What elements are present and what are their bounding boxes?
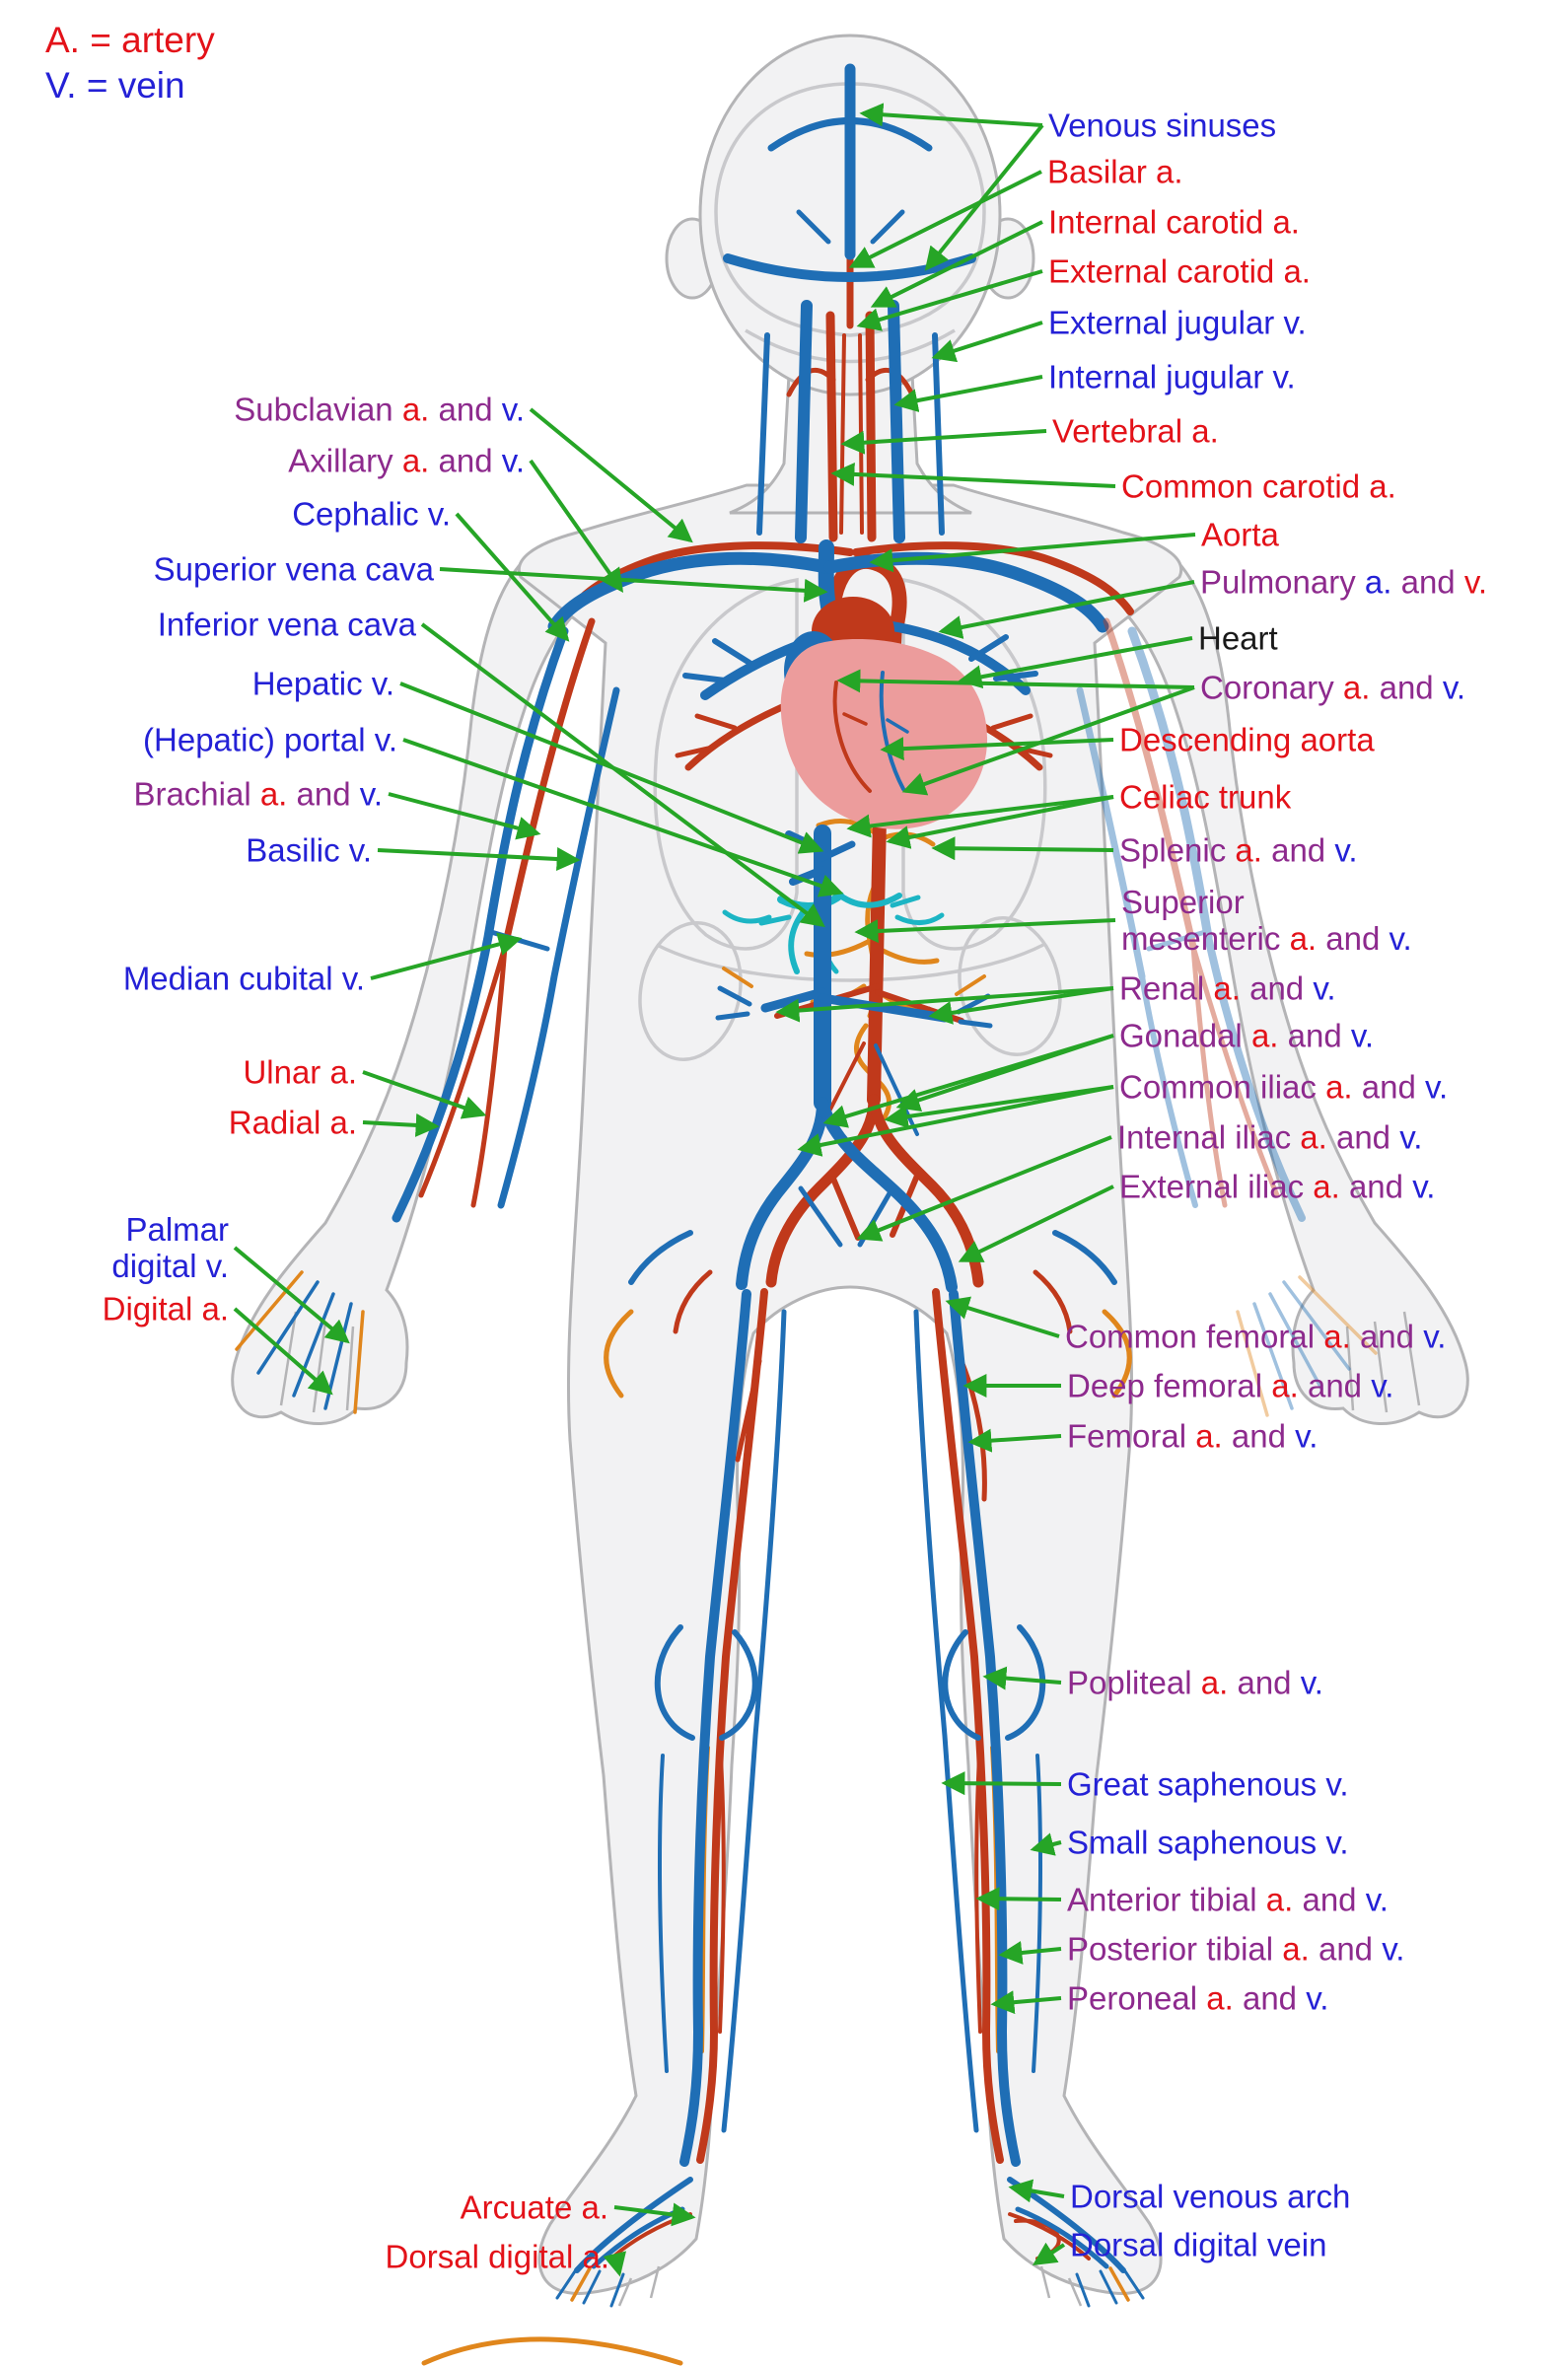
leader-line-dorsal-venous-arch	[1008, 2179, 1065, 2203]
leader-line-common-iliac-a-v	[797, 1085, 1114, 1157]
leader-line-renal-a-v	[775, 986, 1114, 1023]
leader-line-peroneal-a-v	[990, 1990, 1062, 2015]
right-arm-shape	[1093, 538, 1469, 1425]
leader-line-anterior-tibial-a-v	[975, 1887, 1062, 1911]
leader-line-celiac-trunk	[886, 795, 1114, 849]
leader-line-brachial-a-v	[388, 792, 541, 840]
leader-line-cephalic-v	[455, 512, 570, 642]
leader-line-posterior-tibial-a-v	[998, 1941, 1062, 1965]
leader-line-aorta	[869, 533, 1196, 573]
leader-line-coronary-a-v	[901, 685, 1195, 796]
leader-line-renal-a-v	[928, 986, 1114, 1025]
leader-line-celiac-trunk	[846, 795, 1114, 838]
leader-line-arcuate-a	[613, 2202, 696, 2227]
leader-line-vertebral-a	[840, 429, 1047, 455]
jaw-outline	[745, 328, 956, 364]
leader-line-common-iliac-a-v	[884, 1085, 1114, 1128]
left-arm-shape	[231, 538, 607, 1425]
leader-line-ulnar-a	[362, 1070, 487, 1119]
right-lung-outline	[901, 577, 1047, 951]
leader-line-heart	[958, 636, 1193, 689]
legend: A. = artery V. = vein	[45, 18, 215, 108]
leader-line-common-femoral-a-v	[945, 1296, 1060, 1338]
leader-line-femoral-a-v	[967, 1428, 1062, 1453]
left-lung-outline	[653, 577, 799, 951]
leader-line-hepatic-portal-v	[402, 738, 844, 897]
leader-line-internal-iliac-a-v	[856, 1135, 1112, 1242]
leader-line-basilar-a	[848, 170, 1042, 268]
leader-line-descending-aorta	[880, 737, 1114, 761]
coronary-vein-line	[879, 671, 905, 791]
torso-legs-shape	[517, 483, 1183, 2295]
leader-line-gonadal-a-v	[822, 1034, 1114, 1128]
brain-outline	[714, 82, 986, 337]
right-kidney-outline	[958, 915, 1062, 1057]
leader-line-coronary-a-v	[836, 669, 1195, 693]
leader-line-superior-mesenteric-a-v	[854, 918, 1116, 944]
leader-line-splenic-a-v	[931, 836, 1114, 861]
leader-line-venous-sinuses	[859, 103, 1043, 127]
coronary-artery-line	[832, 681, 872, 793]
leader-line-subclavian-a-v	[529, 407, 693, 543]
leader-line-small-saphenous-v	[1030, 1832, 1062, 1856]
legend-artery: A. = artery	[45, 20, 215, 60]
diaphragm-outline	[656, 943, 1044, 982]
leader-line-digital-a	[233, 1307, 333, 1396]
leader-line-median-cubital-v	[370, 932, 523, 980]
leader-line-inferior-vena-cava	[420, 622, 825, 928]
leader-line-external-jugular-v	[931, 321, 1043, 363]
leader-line-axillary-a-v	[529, 459, 624, 593]
right-arm-faded-vessels	[1076, 617, 1378, 1417]
leader-line-common-carotid-a	[830, 462, 1116, 488]
leader-line-dorsal-digital-vein	[1032, 2242, 1066, 2265]
organ-outlines	[638, 82, 1062, 1062]
leader-line-internal-jugular-v	[893, 375, 1043, 412]
leader-line-great-saphenous-v	[941, 1771, 1062, 1796]
leader-line-pulmonary-a-v	[938, 580, 1195, 639]
left-kidney-outline	[638, 920, 743, 1062]
leader-line-external-carotid-a	[856, 269, 1043, 331]
leader-line-popliteal-a-v	[982, 1666, 1062, 1690]
legend-vein: V. = vein	[45, 65, 185, 106]
leader-line-superior-vena-cava	[439, 567, 828, 603]
vein-vessels	[256, 63, 1145, 2308]
leader-line-basilic-v	[377, 847, 581, 871]
leader-line-venous-sinuses	[924, 123, 1044, 271]
leader-line-hepatic-v	[399, 681, 824, 854]
leader-line-palmar-digital-v	[233, 1246, 350, 1344]
leader-line-dorsal-digital-a	[603, 2251, 627, 2277]
leader-line-radial-a	[362, 1112, 440, 1137]
leader-line-external-iliac-a-v	[958, 1184, 1114, 1262]
digit-lines	[279, 1311, 1421, 2307]
leader-line-internal-carotid-a	[870, 220, 1043, 308]
